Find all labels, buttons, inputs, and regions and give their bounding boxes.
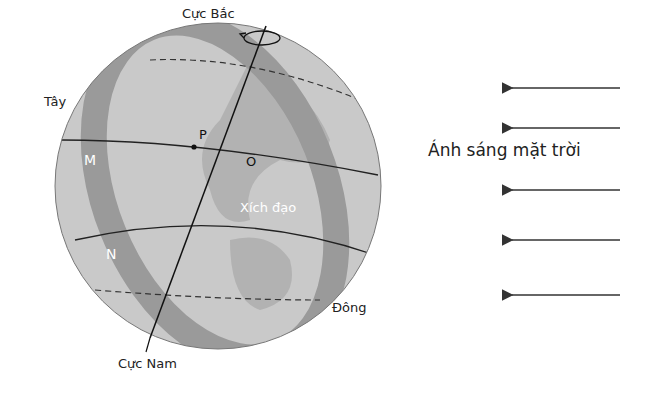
globe-outline: [55, 23, 381, 349]
direction-label: Tây: [44, 94, 66, 110]
pole-label: Cực Nam: [118, 356, 177, 372]
sunlight-arrows: [512, 88, 620, 295]
equator-line: [75, 226, 375, 255]
point-label: M: [84, 152, 96, 169]
earth-axis: [150, 26, 266, 338]
point-dot: [191, 144, 196, 149]
direction-label: Đông: [332, 300, 367, 316]
sunlight-label: Ánh sáng mặt trời: [428, 140, 581, 160]
equator-label: Xích đạo: [240, 200, 296, 216]
rotation-arrowhead: [240, 33, 246, 38]
twilight-band: [47, 0, 382, 393]
leader-line: [146, 338, 150, 352]
point-label: O: [246, 154, 256, 170]
continent: [230, 238, 292, 311]
point-label: P: [199, 127, 207, 143]
pole-label: Cực Bắc: [182, 6, 235, 22]
rotation-arrow: [244, 31, 280, 45]
tropic-line: [95, 290, 320, 300]
latitude-line: [62, 140, 378, 175]
point-label: N: [106, 246, 116, 263]
